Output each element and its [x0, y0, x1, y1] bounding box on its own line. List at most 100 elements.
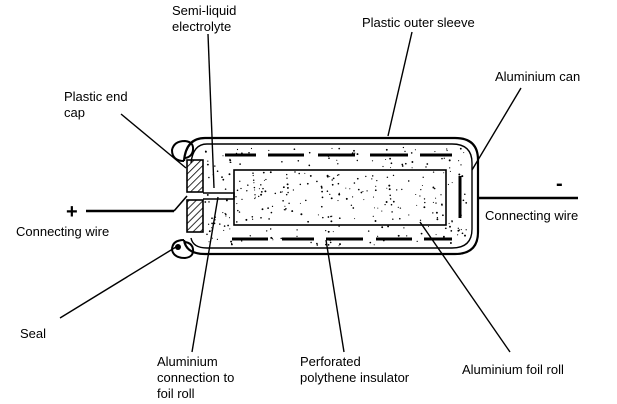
stipple-dot	[241, 198, 243, 201]
stipple-dot	[399, 217, 401, 220]
stipple-dot	[204, 150, 207, 153]
stipple-dot	[388, 188, 391, 191]
stipple-dot	[316, 242, 318, 245]
stipple-dot	[338, 154, 340, 157]
stipple-dot	[211, 237, 213, 239]
stipple-dot	[309, 174, 312, 177]
stipple-dot	[224, 188, 227, 190]
stipple-dot	[330, 197, 333, 200]
stipple-dot	[269, 171, 272, 174]
stipple-dot	[327, 216, 330, 218]
stipple-dot	[448, 222, 450, 224]
stipple-dot	[274, 192, 277, 195]
stipple-dot	[443, 157, 445, 159]
stipple-dot	[243, 153, 245, 156]
stipple-dot	[461, 232, 464, 235]
stipple-dot	[260, 216, 262, 219]
stipple-dot	[252, 179, 255, 182]
stipple-dot	[268, 149, 270, 152]
stipple-dot	[206, 163, 209, 166]
stipple-dot	[300, 213, 303, 216]
stipple-dot	[338, 147, 341, 150]
stipple-dot	[208, 176, 210, 179]
stipple-dot	[282, 186, 285, 189]
stipple-dot	[450, 230, 453, 232]
stipple-dot	[327, 230, 330, 233]
stipple-dot	[317, 214, 319, 216]
stipple-dot	[373, 244, 375, 246]
stipple-dot	[235, 152, 238, 155]
stipple-dot	[338, 245, 340, 247]
stipple-dot	[260, 193, 263, 196]
stipple-dot	[419, 219, 422, 221]
stipple-dot	[367, 230, 370, 232]
label-semi-liquid-line1: Semi-liquid	[172, 3, 236, 18]
positive-terminal-sign: +	[66, 201, 78, 223]
stipple-dot	[434, 151, 436, 153]
stipple-dot	[230, 161, 232, 164]
stipple-dot	[279, 191, 282, 193]
stipple-dot	[435, 211, 438, 214]
stipple-dot	[236, 189, 239, 192]
stipple-dot	[362, 191, 364, 193]
stipple-dot	[463, 152, 465, 154]
stipple-dot	[230, 192, 233, 194]
stipple-dot	[464, 193, 466, 195]
stipple-dot	[271, 205, 274, 208]
stipple-dot	[250, 147, 253, 150]
negative-terminal-sign: -	[556, 173, 563, 195]
stipple-dot	[435, 234, 437, 236]
stipple-dot	[460, 214, 462, 217]
stipple-dot	[228, 173, 231, 176]
stipple-dot	[299, 202, 301, 204]
stipple-dot	[451, 220, 453, 223]
stipple-dot	[227, 224, 229, 227]
stipple-dot	[263, 179, 265, 181]
stipple-dot	[306, 182, 309, 185]
stipple-dot	[458, 160, 460, 162]
stipple-dot	[347, 238, 349, 241]
stipple-dot	[382, 239, 385, 242]
stipple-dot	[331, 183, 334, 186]
stipple-dot	[392, 218, 394, 220]
stipple-dot	[247, 184, 249, 186]
stipple-dot	[451, 182, 453, 184]
stipple-dot	[411, 161, 414, 163]
stipple-dot	[441, 205, 443, 207]
stipple-dot	[336, 159, 338, 161]
stipple-dot	[204, 201, 207, 203]
stipple-dot	[449, 170, 451, 172]
leader-insulator	[325, 239, 345, 353]
stipple-dot	[457, 227, 459, 229]
stipple-dot	[369, 241, 372, 244]
stipple-dot	[298, 172, 301, 175]
label-connecting-wire-left: Connecting wire	[16, 224, 109, 239]
stipple-dot	[338, 225, 340, 227]
stipple-dot	[457, 229, 460, 232]
stipple-dot	[297, 160, 300, 162]
stipple-dot	[354, 218, 356, 220]
label-end-cap-line2: cap	[64, 105, 85, 120]
stipple-dot	[389, 194, 391, 197]
stipple-dot	[332, 231, 334, 233]
stipple-dot	[270, 236, 273, 239]
stipple-dot	[236, 148, 239, 151]
stipple-dot	[322, 216, 324, 219]
leader-semi-liquid	[207, 33, 215, 189]
stipple-dot	[360, 191, 363, 194]
stipple-dot	[349, 188, 351, 190]
leader-outer-sleeve	[387, 31, 413, 137]
stipple-dot	[329, 241, 332, 244]
stipple-dot	[287, 191, 289, 194]
stipple-dot	[432, 171, 435, 173]
stipple-dot	[462, 199, 465, 202]
stipple-dot	[415, 193, 417, 196]
leader-can	[471, 87, 522, 171]
stipple-dot	[252, 172, 254, 174]
stipple-dot	[459, 147, 462, 150]
stipple-dot	[446, 148, 448, 150]
stipple-dot	[443, 172, 445, 174]
stipple-dot	[272, 239, 274, 241]
stipple-dot	[447, 183, 449, 186]
